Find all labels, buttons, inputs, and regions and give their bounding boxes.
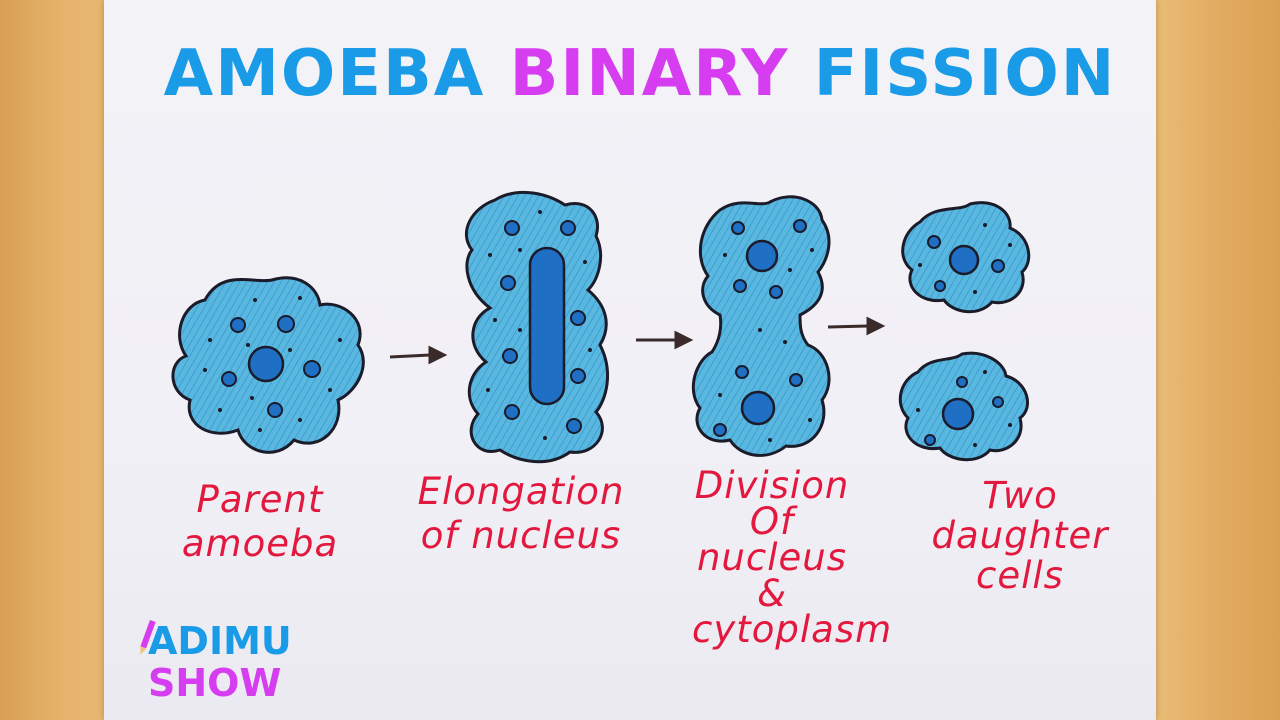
label-line: cytoplasm <box>692 608 893 651</box>
label-line: Two <box>982 474 1058 517</box>
channel-logo: ADIMU SHOW <box>148 620 292 704</box>
wood-background-left <box>0 0 110 720</box>
page-title: AMOEBA BINARY FISSION <box>0 38 1280 110</box>
daughter-cell-bottom <box>898 351 1029 462</box>
label-line: Of <box>749 500 795 543</box>
label-line: cells <box>976 554 1064 597</box>
title-word-binary: BINARY <box>509 37 790 111</box>
wood-background-right <box>1150 0 1280 720</box>
label-line: of nucleus <box>420 514 622 557</box>
arrow-right-icon <box>636 330 694 350</box>
label-line: daughter <box>931 514 1109 557</box>
title-word-fission: FISSION <box>813 37 1117 111</box>
arrow-right-icon <box>389 345 448 365</box>
daughter-cell-top <box>901 201 1031 314</box>
label-parent-amoeba: Parent amoeba <box>170 478 350 566</box>
elongating-amoeba <box>465 190 609 464</box>
parent-amoeba <box>171 276 365 454</box>
title-word-amoeba: AMOEBA <box>163 37 486 111</box>
label-line: nucleus <box>696 536 847 579</box>
dividing-amoeba <box>691 195 831 457</box>
arrow-right-icon <box>827 316 886 336</box>
label-line: Parent <box>196 478 324 521</box>
logo-line-2: SHOW <box>148 661 282 705</box>
label-line: Division <box>694 464 850 507</box>
label-line: & <box>757 572 787 615</box>
label-elongation: Elongation of nucleus <box>396 470 646 558</box>
label-line: Elongation <box>417 470 625 513</box>
label-division: Division Of nucleus & cytoplasm <box>672 464 893 651</box>
pencil-icon <box>140 620 156 655</box>
logo-line-1: ADIMU <box>148 619 292 663</box>
label-two-daughter-cells: Two daughter cells <box>915 476 1125 596</box>
label-line: amoeba <box>181 522 339 565</box>
